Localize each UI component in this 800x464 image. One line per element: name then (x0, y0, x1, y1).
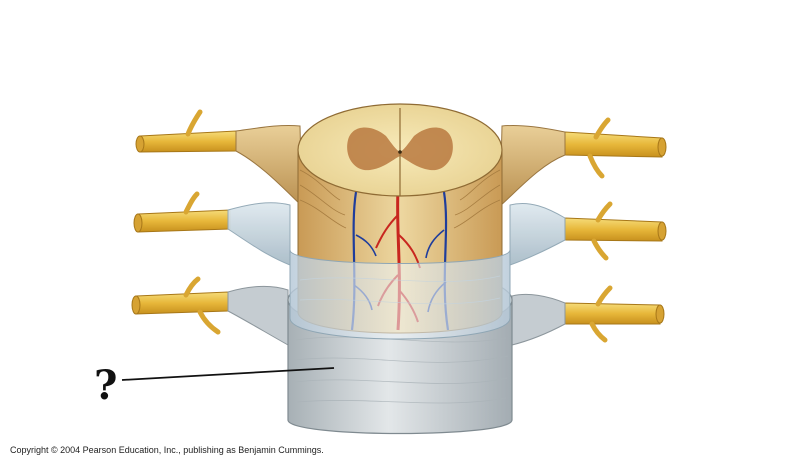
spinal-nerve-right-3 (564, 302, 661, 325)
central-canal (398, 150, 402, 154)
spinal-nerve-right-1 (564, 131, 663, 158)
nerve-branch-left-3 (183, 276, 201, 298)
nerve-branch-right-3 (595, 285, 613, 307)
unknown-label-marker: ? (94, 362, 118, 409)
dura-sleeves (227, 285, 566, 346)
spinal-nerve-right-2 (564, 217, 663, 242)
gray-matter (347, 127, 453, 171)
spinal-nerve-left-3 (135, 291, 229, 315)
label-leader-line (121, 367, 335, 381)
rootlets (299, 169, 501, 229)
copyright-notice: Copyright © 2004 Pearson Education, Inc.… (10, 445, 324, 455)
nerve-branch-right-1 (593, 117, 611, 140)
spinal-cord (289, 103, 511, 340)
nerve-branch-left-1 (185, 109, 203, 137)
arachnoid-mater (289, 249, 511, 340)
nerve-branch-left-2 (183, 191, 200, 215)
nerve-branch-right-2 (595, 201, 613, 223)
